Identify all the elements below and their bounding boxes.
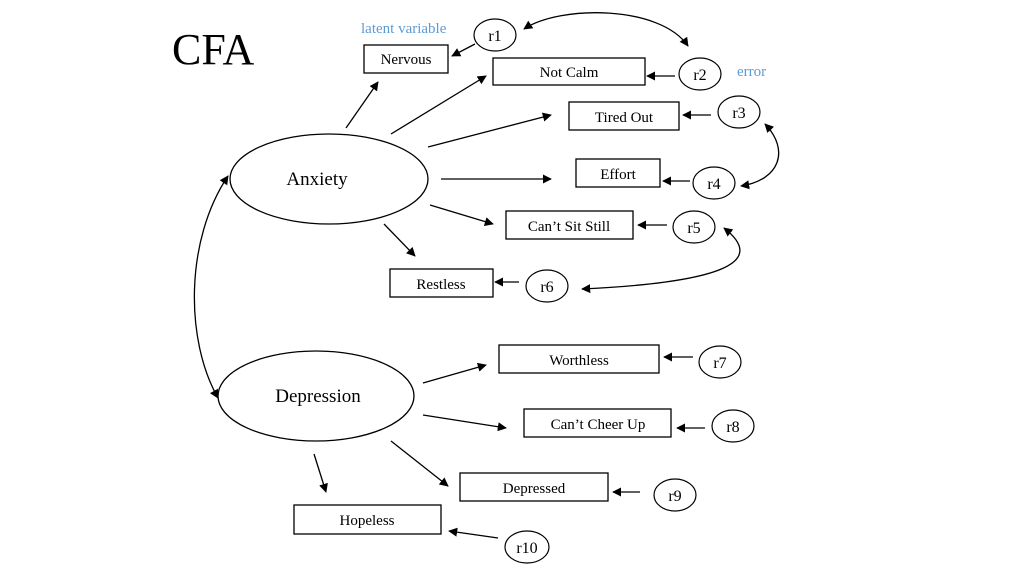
error-arrow-r1 [451, 43, 476, 57]
error-r1: r1 [473, 18, 517, 52]
indicator-tired-out-label: Tired Out [595, 110, 654, 126]
latent-depression-label: Depression [275, 386, 361, 407]
error-r4-label: r4 [707, 176, 720, 193]
indicator-depressed: Depressed [459, 472, 609, 502]
indicator-hopeless: Hopeless [293, 504, 442, 535]
loading-depression-cant-cheer-up [422, 414, 507, 432]
error-r9-label: r9 [668, 488, 681, 505]
covariance-r5-r6 [581, 227, 741, 294]
error-r3: r3 [717, 95, 761, 129]
error-r5-label: r5 [687, 220, 700, 237]
latent-depression: Depression [217, 350, 415, 442]
indicator-nervous-label: Nervous [381, 52, 432, 68]
error-r5: r5 [672, 210, 716, 244]
loading-anxiety-not-calm [390, 75, 487, 135]
error-r7: r7 [698, 345, 742, 379]
indicator-nervous: Nervous [363, 44, 449, 74]
covariance-r3-r4 [740, 123, 780, 190]
indicator-worthless: Worthless [498, 344, 660, 374]
indicator-cant-cheer-up: Can’t Cheer Up [523, 408, 672, 438]
error-r6-label: r6 [540, 279, 553, 296]
error-r9: r9 [653, 478, 697, 512]
indicator-tired-out: Tired Out [568, 101, 680, 131]
indicator-cant-sit-still: Can’t Sit Still [505, 210, 634, 240]
indicator-restless-label: Restless [416, 277, 465, 293]
indicator-worthless-label: Worthless [549, 353, 609, 369]
error-r3-label: r3 [732, 105, 745, 122]
indicator-cant-cheer-up-label: Can’t Cheer Up [551, 417, 646, 433]
error-r6: r6 [525, 269, 569, 303]
covariance-anxiety-depression [193, 175, 229, 399]
latent-variable-annotation: latent variable [361, 21, 447, 37]
error-r10-label: r10 [516, 540, 537, 557]
indicator-depressed-label: Depressed [503, 481, 566, 497]
covariance-r1-r2 [523, 12, 689, 47]
indicator-not-calm: Not Calm [492, 57, 646, 86]
latent-anxiety-label: Anxiety [286, 169, 348, 190]
error-annotation: error [737, 64, 767, 80]
error-r4: r4 [692, 166, 736, 200]
error-r10: r10 [504, 530, 550, 564]
loading-anxiety-tired-out [427, 112, 552, 148]
error-r8-label: r8 [726, 419, 739, 436]
loading-anxiety-cant-sit-still [429, 204, 494, 226]
indicator-not-calm-label: Not Calm [540, 65, 599, 81]
loading-depression-hopeless [313, 453, 328, 493]
error-r2: r2 [678, 57, 722, 91]
loading-anxiety-restless [383, 223, 416, 257]
loading-depression-worthless [422, 362, 487, 384]
loading-anxiety-nervous [345, 81, 379, 129]
indicator-effort-label: Effort [600, 167, 636, 183]
diagram-title: CFA [172, 25, 255, 74]
indicator-cant-sit-still-label: Can’t Sit Still [528, 219, 610, 235]
indicator-hopeless-label: Hopeless [340, 513, 395, 529]
indicator-restless: Restless [389, 268, 494, 298]
error-r7-label: r7 [713, 355, 726, 372]
indicator-effort: Effort [575, 158, 661, 188]
error-r2-label: r2 [693, 67, 706, 84]
latent-anxiety: Anxiety [229, 133, 429, 225]
error-r8: r8 [711, 409, 755, 443]
error-r1-label: r1 [488, 28, 501, 45]
loading-depression-depressed [390, 440, 449, 487]
error-arrow-r10 [448, 527, 499, 539]
